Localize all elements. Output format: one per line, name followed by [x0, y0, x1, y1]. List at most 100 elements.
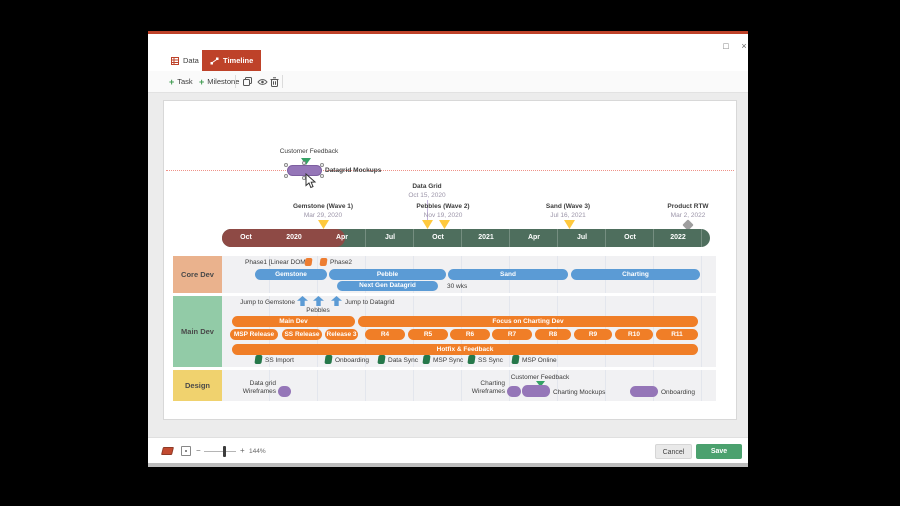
release-pill[interactable]: SS Release: [282, 329, 322, 340]
fit-to-screen-button[interactable]: [181, 446, 191, 456]
sync-label: Onboarding: [335, 357, 369, 364]
zoom-slider-handle[interactable]: [223, 446, 226, 457]
dragged-milestone-label: Customer Feedback: [279, 148, 339, 155]
sync-flag-icon[interactable]: [511, 355, 520, 364]
task-pill-charting-wireframes[interactable]: [507, 386, 521, 397]
customer-feedback-label: Customer Feedback: [510, 374, 570, 381]
sync-flag-icon[interactable]: [324, 355, 333, 364]
task-pill-datagrid-wireframes[interactable]: [278, 386, 291, 397]
add-task-button[interactable]: + Task: [166, 71, 196, 92]
milestone-date: Nov 19, 2020: [423, 212, 463, 219]
milestone-name: Sand (Wave 3): [545, 203, 591, 210]
phase1-label: Phase1 [Linear DOM]: [245, 259, 308, 266]
release-pill[interactable]: R6: [450, 329, 490, 340]
axis-tick: Oct: [624, 234, 636, 241]
milestone-date: Mar 29, 2020: [303, 212, 343, 219]
row-label-core-dev[interactable]: Core Dev: [173, 256, 222, 293]
pebbles-label: Pebbles: [306, 307, 330, 314]
delete-button[interactable]: [267, 71, 282, 92]
phase1-marker[interactable]: [304, 258, 313, 266]
milestone-marker-datagrid[interactable]: [422, 220, 433, 229]
task-bar-nextgen-datagrid[interactable]: Next Gen Datagrid: [337, 281, 438, 291]
charting-wireframes-label: Charting Wireframes: [465, 380, 505, 396]
phase2-label: Phase2: [330, 259, 353, 266]
task-pill-charting-mockups[interactable]: [522, 385, 550, 397]
task-pill-onboarding[interactable]: [630, 386, 658, 397]
sync-flag-icon[interactable]: [377, 355, 386, 364]
milestone-marker-sand[interactable]: [564, 220, 575, 229]
duration-label: 30 wks: [447, 283, 468, 290]
axis-band-maroon[interactable]: [222, 229, 345, 247]
sync-label: SS Sync: [478, 357, 503, 364]
zoom-in-button[interactable]: +: [240, 446, 245, 455]
toolbar: + Task + Milestone: [148, 71, 748, 93]
eye-icon: [257, 78, 268, 85]
axis-tick: Oct: [432, 234, 444, 241]
milestone-triangle-icon[interactable]: [301, 158, 311, 165]
visibility-button[interactable]: [254, 71, 271, 92]
release-pill[interactable]: R7: [492, 329, 532, 340]
add-task-label: Task: [177, 77, 193, 86]
zoom-slider-track[interactable]: [204, 451, 236, 452]
toolbar-separator: [282, 75, 283, 88]
selection-handle[interactable]: [320, 163, 324, 167]
tab-data[interactable]: Data: [163, 50, 207, 71]
selection-handle[interactable]: [320, 174, 324, 178]
phase2-marker[interactable]: [319, 258, 328, 266]
milestone-marker-pebbles[interactable]: [439, 220, 450, 229]
task-bar-focus-charting[interactable]: Focus on Charting Dev: [358, 316, 698, 327]
row-label-design[interactable]: Design: [173, 370, 222, 401]
onboarding-label: Onboarding: [661, 389, 695, 396]
release-pill[interactable]: R8: [535, 329, 571, 340]
task-bar-pebble[interactable]: Pebble: [329, 269, 446, 280]
sync-flag-icon[interactable]: [254, 355, 263, 364]
release-pill[interactable]: R4: [365, 329, 405, 340]
add-milestone-button[interactable]: + Milestone: [196, 71, 242, 92]
milestone-connector-line: [427, 200, 428, 221]
milestone-name: Gemstone (Wave 1): [292, 203, 354, 210]
release-pill[interactable]: R11: [656, 329, 698, 340]
duplicate-button[interactable]: [240, 71, 256, 92]
milestone-triangle-icon[interactable]: [536, 381, 545, 387]
axis-tick: 2020: [286, 234, 302, 241]
axis-tick: Jul: [384, 234, 396, 241]
milestone-name: Data Grid: [412, 183, 442, 190]
tab-timeline[interactable]: Timeline: [202, 50, 262, 71]
sync-label: SS Import: [265, 357, 294, 364]
release-pill[interactable]: R9: [574, 329, 612, 340]
release-pill[interactable]: R5: [408, 329, 448, 340]
up-arrow-icon[interactable]: [331, 296, 342, 306]
up-arrow-icon[interactable]: [297, 296, 308, 306]
plus-icon: +: [169, 76, 175, 87]
axis-tick: Oct: [240, 234, 252, 241]
release-pill[interactable]: Release 3: [325, 329, 358, 340]
release-pill[interactable]: R10: [615, 329, 653, 340]
task-bar-sand[interactable]: Sand: [448, 269, 568, 280]
milestone-marker-gemstone[interactable]: [318, 220, 329, 229]
task-bar-charting[interactable]: Charting: [571, 269, 700, 280]
save-button[interactable]: Save: [696, 444, 742, 459]
selection-handle[interactable]: [284, 174, 288, 178]
dragged-task-pill[interactable]: [287, 165, 322, 176]
selection-handle[interactable]: [302, 161, 306, 165]
sync-flag-icon[interactable]: [422, 355, 431, 364]
sync-flag-icon[interactable]: [467, 355, 476, 364]
mouse-cursor: [305, 173, 317, 189]
maximize-button[interactable]: □: [723, 41, 729, 51]
task-bar-gemstone[interactable]: Gemstone: [255, 269, 327, 280]
row-label-main-dev[interactable]: Main Dev: [173, 296, 222, 367]
axis-tick: 2022: [670, 234, 686, 241]
selection-handle[interactable]: [284, 163, 288, 167]
cancel-button[interactable]: Cancel: [655, 444, 692, 459]
task-bar-main-dev[interactable]: Main Dev: [232, 316, 355, 327]
milestone-date: Oct 15, 2020: [408, 192, 446, 199]
zoom-out-button[interactable]: −: [196, 446, 201, 455]
datagrid-wireframes-label: Data grid Wireframes: [236, 380, 276, 396]
up-arrow-icon[interactable]: [313, 296, 324, 306]
close-button[interactable]: ×: [741, 41, 747, 51]
band-style-button[interactable]: [161, 447, 174, 455]
release-pill[interactable]: MSP Release: [230, 329, 278, 340]
dragged-bar-label: Datagrid Mockups: [325, 167, 382, 174]
task-bar-hotfix-feedback[interactable]: Hotfix & Feedback: [232, 344, 698, 355]
axis-tick: Apr: [527, 234, 541, 241]
